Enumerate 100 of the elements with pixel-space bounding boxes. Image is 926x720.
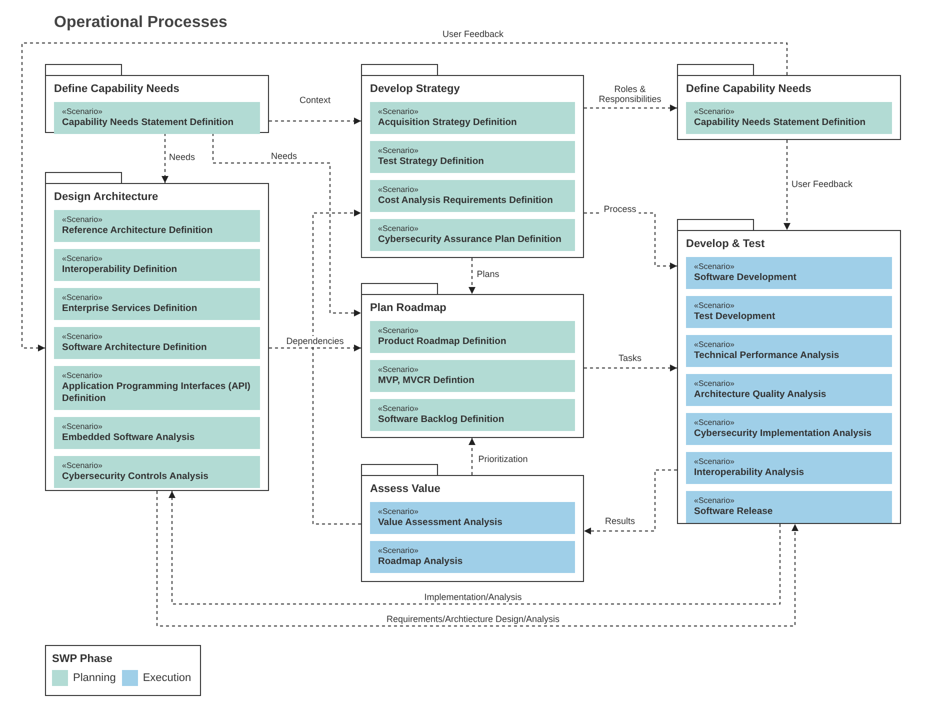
scenario-box: [54, 102, 260, 134]
scenario-box: [54, 366, 260, 410]
scenario-title: Cybersecurity Controls Analysis: [62, 471, 210, 483]
scenario-box: [686, 335, 892, 367]
package-box: [45, 75, 269, 133]
edge-label: Needs: [269, 151, 299, 161]
package-title: Define Capability Needs: [686, 82, 812, 96]
stereotype-label: «Scenario»: [62, 371, 104, 381]
package-title: Plan Roadmap: [370, 301, 448, 315]
scenario-title: Embedded Software Analysis: [62, 432, 196, 444]
stereotype-label: «Scenario»: [62, 293, 104, 303]
scenario-box: [686, 491, 892, 523]
scenario-box: [370, 141, 575, 173]
edge-label: User Feedback: [440, 29, 506, 39]
stereotype-label: «Scenario»: [378, 224, 420, 234]
stereotype-label: «Scenario»: [378, 365, 420, 375]
package-box: [45, 183, 269, 491]
edge-label: Prioritization: [476, 454, 530, 464]
edge-label: Plans: [474, 269, 502, 279]
stereotype-label: «Scenario»: [694, 418, 736, 428]
scenario-box: [686, 296, 892, 328]
edge-label: Implementation/Analysis: [422, 592, 524, 602]
stereotype-label: «Scenario»: [694, 457, 736, 467]
stereotype-label: «Scenario»: [62, 215, 104, 225]
stereotype-label: «Scenario»: [694, 340, 736, 350]
stereotype-label: «Scenario»: [378, 146, 420, 156]
scenario-title: Software Architecture Definition: [62, 342, 208, 354]
scenario-box: [370, 180, 575, 212]
stereotype-label: «Scenario»: [62, 107, 104, 117]
scenario-title: Software Development: [694, 272, 798, 284]
scenario-title: Test Strategy Definition: [378, 156, 485, 168]
stereotype-label: «Scenario»: [694, 301, 736, 311]
scenario-title: Reference Architecture Definition: [62, 225, 214, 237]
scenario-box: [54, 210, 260, 242]
stereotype-label: «Scenario»: [378, 546, 420, 556]
scenario-box: [686, 374, 892, 406]
stereotype-label: «Scenario»: [62, 254, 104, 264]
scenario-title: Test Development: [694, 311, 776, 323]
scenario-title: Technical Performance Analysis: [694, 350, 840, 362]
dashed-arrow: [312, 210, 362, 524]
package-title: Design Architecture: [54, 190, 160, 204]
scenario-box: [54, 417, 260, 449]
scenario-box: [370, 102, 575, 134]
scenario-box: [370, 502, 575, 534]
dashed-arrow: [784, 140, 790, 230]
stereotype-label: «Scenario»: [62, 461, 104, 471]
dashed-arrow: [22, 42, 788, 352]
package-box: [361, 75, 584, 258]
scenario-title: Value Assessment Analysis: [378, 517, 504, 529]
stereotype-label: «Scenario»: [378, 326, 420, 336]
scenario-title: Capability Needs Statement Definition: [62, 117, 235, 129]
dashed-arrow: [468, 438, 476, 476]
scenario-title: Enterprise Services Definition: [62, 303, 198, 315]
stereotype-label: «Scenario»: [378, 404, 420, 414]
stereotype-label: «Scenario»: [378, 107, 420, 117]
package-title: Assess Value: [370, 482, 442, 496]
scenario-box: [686, 257, 892, 289]
scenario-title: Software Backlog Definition: [378, 414, 506, 426]
scenario-box: [370, 219, 575, 251]
scenario-box: [54, 456, 260, 488]
stereotype-label: «Scenario»: [694, 379, 736, 389]
scenario-box: [54, 249, 260, 281]
legend-title: SWP Phase: [52, 652, 114, 666]
package-box: [677, 230, 901, 524]
scenario-title: Cybersecurity Assurance Plan Definition: [378, 234, 562, 246]
scenario-box: [370, 541, 575, 573]
scenario-box: [686, 452, 892, 484]
dashed-arrow: [584, 364, 678, 372]
stereotype-label: «Scenario»: [378, 507, 420, 517]
scenario-box: [370, 399, 575, 431]
dashed-arrow: [162, 132, 168, 184]
package-title: Define Capability Needs: [54, 82, 180, 96]
edge-label: Tasks: [616, 353, 644, 363]
scenario-title: MVP, MVCR Defintion: [378, 375, 476, 387]
dashed-arrow: [156, 490, 798, 626]
edge-label: Context: [297, 95, 333, 105]
scenario-title: Interoperability Analysis: [694, 467, 805, 479]
diagram-title: Operational Processes: [54, 13, 228, 33]
scenario-box: [370, 321, 575, 353]
package-box: [361, 294, 584, 438]
scenario-title: Application Programming Interfaces (API) Definition: [62, 381, 252, 405]
edge-label: Requirements/Archtiecture Design/Analysis: [384, 614, 562, 624]
package-title: Develop & Test: [686, 237, 766, 251]
edge-label: Dependencies: [284, 336, 346, 346]
dashed-arrow: [584, 104, 678, 112]
edge-label: Needs: [167, 152, 197, 162]
dashed-arrow: [584, 470, 678, 534]
scenario-title: Roadmap Analysis: [378, 556, 464, 568]
package-title: Develop Strategy: [370, 82, 461, 96]
scenario-box: [54, 327, 260, 359]
dashed-arrow: [268, 118, 362, 124]
scenario-title: Architecture Quality Analysis: [694, 389, 828, 401]
stereotype-label: «Scenario»: [62, 422, 104, 432]
package-box: [361, 475, 584, 582]
legend-text: Execution: [142, 671, 192, 686]
edge-label: Results: [603, 516, 637, 526]
scenario-title: Cybersecurity Implementation Analysis: [694, 428, 873, 440]
scenario-box: [54, 288, 260, 320]
edge-label: User Feedback: [789, 179, 855, 189]
stereotype-label: «Scenario»: [694, 107, 736, 117]
